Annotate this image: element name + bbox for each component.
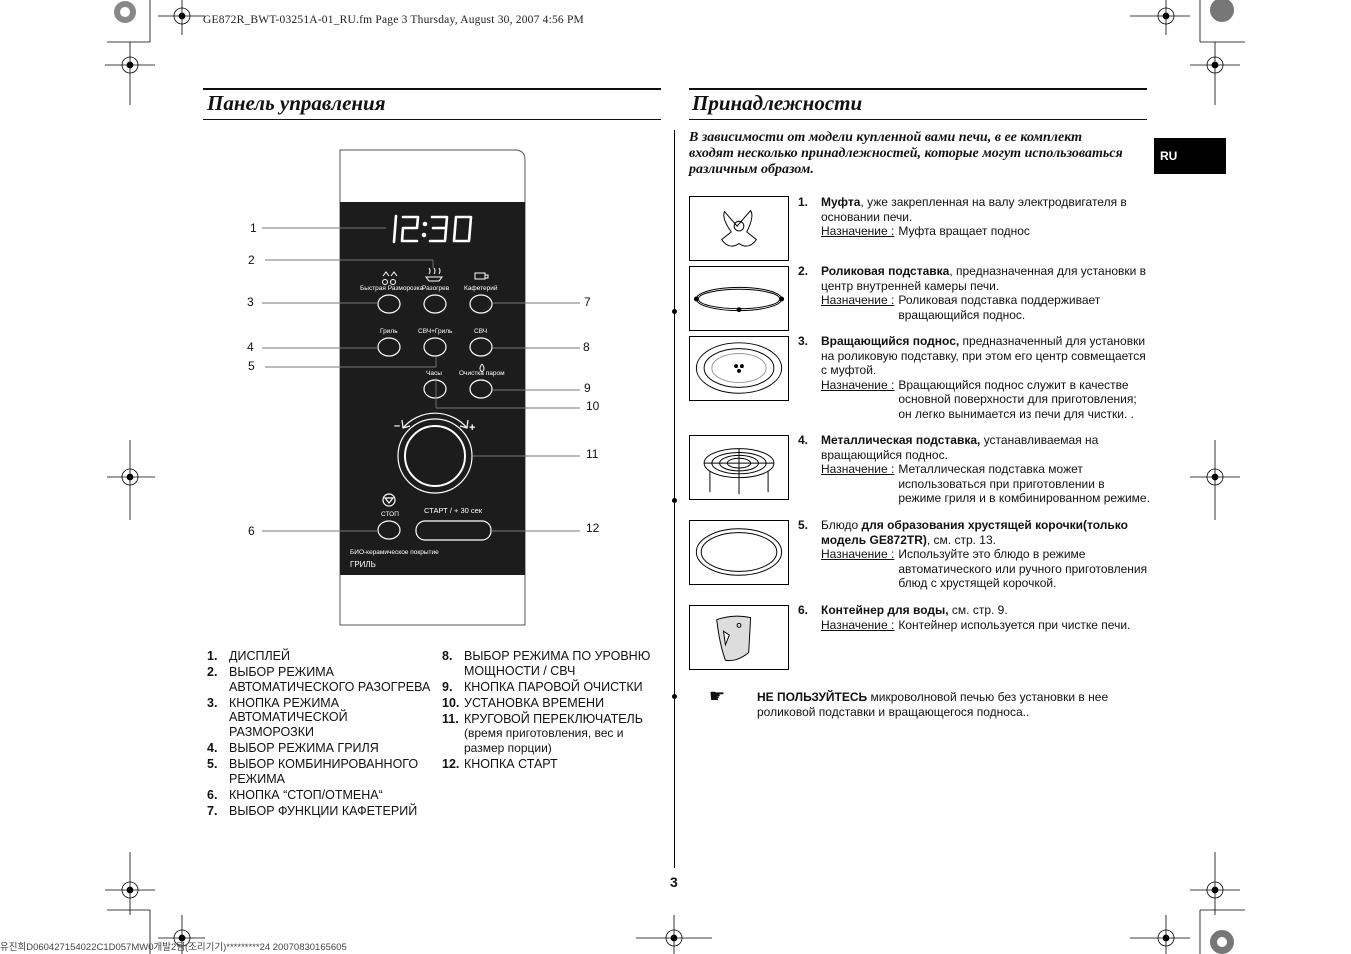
pointing-hand-icon: ☛ xyxy=(709,686,726,706)
metal-rack-icon xyxy=(689,435,789,500)
legend-item: 11.КРУГОВОЙ ПЕРЕКЛЮЧАТЕЛЬ(время приготов… xyxy=(442,711,643,756)
callout-10: 10 xyxy=(586,399,600,413)
warning-note: НЕ ПОЛЬЗУЙТЕСЬ микроволновой печью без у… xyxy=(757,690,1109,719)
accessory-item-4: 4. Металлическая подставка, устанавливае… xyxy=(798,433,1150,505)
button-micro[interactable] xyxy=(469,337,493,357)
legend-item: 6.КНОПКА “СТОП/ОТМЕНА“ xyxy=(207,787,383,802)
accessory-item-6: 6. Контейнер для воды, см. стр. 9. Назна… xyxy=(798,603,1131,632)
panel-controls xyxy=(377,267,493,541)
accessory-item-1: 1. Муфта, уже закрепленная на валу элект… xyxy=(798,195,1127,238)
legend-item: 2.ВЫБОР РЕЖИМА АВТОМАТИЧЕСКОГО РАЗОГРЕВА xyxy=(207,665,431,694)
button-reheat[interactable] xyxy=(423,294,447,314)
label-steam: Очистка паром xyxy=(459,370,505,377)
label-combi: СВЧ+Гриль xyxy=(418,328,453,335)
callout-11: 11 xyxy=(586,447,599,461)
callout-4: 4 xyxy=(247,340,254,354)
callout-9: 9 xyxy=(584,381,591,395)
title-rule-bottom xyxy=(203,119,661,120)
accessories-intro: В зависимости от модели купленной вами п… xyxy=(689,130,1123,177)
section-title-control-panel: Панель управления xyxy=(207,91,386,115)
button-cafe[interactable] xyxy=(469,294,493,314)
reheat-icon xyxy=(425,267,443,282)
button-steam[interactable] xyxy=(469,379,493,399)
button-stop[interactable] xyxy=(377,520,401,540)
panel-buttons xyxy=(377,294,493,541)
control-panel-illustration xyxy=(339,149,526,626)
legend-item: 3.КНОПКА РЕЖИМА АВТОМАТИЧЕСКОЙ РАЗМОРОЗК… xyxy=(207,695,348,739)
page-number: 3 xyxy=(670,874,678,890)
label-start: СТАРТ / + 30 сек xyxy=(424,506,483,515)
callout-12: 12 xyxy=(586,521,600,535)
file-info-header: GE872R_BWT-03251A-01_RU.fm Page 3 Thursd… xyxy=(203,14,584,26)
callout-1: 1 xyxy=(250,221,257,235)
steam-drop-icon xyxy=(479,363,485,373)
label-defrost: Быстрая Разморозка xyxy=(360,285,424,292)
label-micro: СВЧ xyxy=(474,328,488,335)
dial-knob[interactable] xyxy=(404,425,466,487)
accessory-item-2: 2. Роликовая подставка, предназначенная … xyxy=(798,264,1147,322)
callout-5: 5 xyxy=(248,359,255,373)
coffee-cup-icon xyxy=(474,272,489,280)
legend-item: 8.ВЫБОР РЕЖИМА ПО УРОВНЮ МОЩНОСТИ / СВЧ xyxy=(442,649,651,678)
legend-item: 1.ДИСПЛЕЙ xyxy=(207,649,290,663)
legend-item: 10.УСТАНОВКА ВРЕМЕНИ xyxy=(442,695,605,710)
callout-6: 6 xyxy=(248,524,255,538)
stop-icon xyxy=(382,493,396,507)
display-digits xyxy=(392,214,473,244)
language-tab: RU xyxy=(1154,138,1226,174)
dial-minus: – xyxy=(394,420,401,432)
callout-3: 3 xyxy=(247,295,254,309)
section-title-accessories: Принадлежности xyxy=(692,91,863,115)
defrost-icon xyxy=(382,271,398,277)
roller-ring-icon xyxy=(689,266,789,331)
legend-item: 9.КНОПКА ПАРОВОЙ ОЧИСТКИ xyxy=(442,679,643,694)
label-cafe: Кафетерий xyxy=(464,285,498,292)
label-grill: Гриль xyxy=(380,328,398,335)
legend-item: 4.ВЫБОР РЕЖИМА ГРИЛЯ xyxy=(207,741,379,756)
dial-plus: + xyxy=(469,422,476,434)
callout-lines xyxy=(262,227,580,532)
accessory-item-3: 3. Вращающийся поднос, предназначенный д… xyxy=(798,334,1146,421)
label-stop: СТОП xyxy=(381,511,399,518)
legend-item: 5.ВЫБОР КОМБИНИРОВАННОГО РЕЖИМА xyxy=(207,757,419,786)
dial-arrow-arc xyxy=(402,412,468,429)
callout-8: 8 xyxy=(583,340,590,354)
button-defrost[interactable] xyxy=(377,294,401,314)
turntable-icon xyxy=(689,336,789,401)
divider-bullet xyxy=(672,694,677,699)
title-rule-top xyxy=(203,88,661,90)
title-rule-top xyxy=(689,88,1147,90)
button-combi[interactable] xyxy=(423,337,447,357)
dial-outer-ring xyxy=(397,418,473,494)
footer-code: 유진희D060427154022C1D057MW0개발2팀(조리기기)*****… xyxy=(0,942,347,953)
legend-item: 7.ВЫБОР ФУНКЦИИ КАФЕТЕРИЙ xyxy=(207,803,418,818)
label-clock: Часы xyxy=(426,370,442,377)
callout-2: 2 xyxy=(248,253,255,267)
coupler-icon xyxy=(689,196,789,261)
legend-column-1: 1.ДИСПЛЕЙ 2.ВЫБОР РЕЖИМА АВТОМАТИЧЕСКОГО… xyxy=(207,649,432,820)
divider-bullet xyxy=(672,309,677,314)
button-start[interactable] xyxy=(415,520,492,541)
button-grill[interactable] xyxy=(377,337,401,357)
divider-bullet xyxy=(672,498,677,503)
dial-arrow-right xyxy=(459,419,469,429)
label-bio: БИО-керамическое покрытие xyxy=(350,549,439,556)
label-reheat: Разогрев xyxy=(422,285,450,292)
dial-arrow-left xyxy=(401,419,411,429)
crusty-plate-icon xyxy=(689,520,789,585)
callout-7: 7 xyxy=(584,295,591,309)
label-model: ГРИЛЬ xyxy=(350,560,376,569)
water-container-icon xyxy=(689,605,789,670)
title-rule-bottom xyxy=(689,119,1147,120)
legend-column-2: 8.ВЫБОР РЕЖИМА ПО УРОВНЮ МОЩНОСТИ / СВЧ … xyxy=(442,649,667,773)
accessory-item-5: 5. Блюдо для образования хрустящей короч… xyxy=(798,518,1148,590)
button-clock[interactable] xyxy=(423,379,447,399)
legend-item: 12.КНОПКА СТАРТ xyxy=(442,757,558,772)
